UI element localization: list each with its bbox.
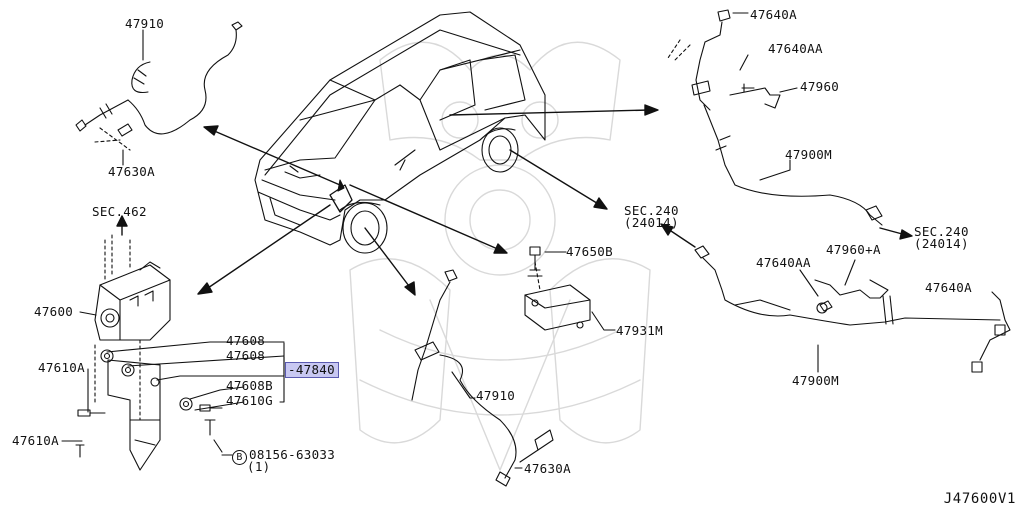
label-47610G[interactable]: 47610G <box>226 393 273 408</box>
label-47960[interactable]: 47960 <box>800 79 840 94</box>
label-47640A-top[interactable]: 47640A <box>750 7 797 22</box>
watermark-emblem <box>349 41 651 471</box>
label-bolt-qty: (1) <box>247 459 271 474</box>
label-sec240-center-sub: (24014) <box>624 215 679 230</box>
label-47640AA-mid[interactable]: 47640AA <box>756 255 811 270</box>
label-47840-text: 47840 <box>295 362 335 377</box>
label-47640A-right[interactable]: 47640A <box>925 280 972 295</box>
label-47610A-upper[interactable]: 47610A <box>38 360 85 375</box>
label-sec240-center[interactable]: SEC.240 <box>624 203 679 218</box>
label-47960A[interactable]: 47960+A <box>826 242 881 257</box>
bolt-code-text: 08156-63033 <box>249 447 336 462</box>
label-47910-top[interactable]: 47910 <box>125 16 165 31</box>
label-47840-highlighted[interactable]: -47840 <box>285 362 339 378</box>
sensor-47910-top <box>75 21 243 166</box>
label-47610A-lower[interactable]: 47610A <box>12 433 59 448</box>
label-47900M-bottom[interactable]: 47900M <box>792 373 839 388</box>
sensor-47910-bottom <box>411 269 554 487</box>
sensor-rear-right-upper <box>667 9 883 226</box>
sensor-rear-right-lower <box>694 245 1011 373</box>
label-47640AA-top[interactable]: 47640AA <box>768 41 823 56</box>
label-47630A-bottom[interactable]: 47630A <box>524 461 571 476</box>
vehicle-outline <box>254 11 546 254</box>
leader-arrows <box>116 104 913 296</box>
abs-actuator <box>61 234 285 471</box>
label-sec462[interactable]: SEC.462 <box>92 204 147 219</box>
diagram-code: J47600V1 <box>943 491 1016 507</box>
label-47600[interactable]: 47600 <box>34 304 74 319</box>
label-47630A-top[interactable]: 47630A <box>108 164 155 179</box>
label-47608B[interactable]: 47608B <box>226 378 273 393</box>
label-47900M-top[interactable]: 47900M <box>785 147 832 162</box>
label-47650B[interactable]: 47650B <box>566 244 613 259</box>
g-sensor <box>524 246 616 331</box>
label-47910-bottom[interactable]: 47910 <box>476 388 516 403</box>
label-sec240-right-sub: (24014) <box>914 236 969 251</box>
label-47931M[interactable]: 47931M <box>616 323 663 338</box>
label-sec240-right[interactable]: SEC.240 <box>914 224 969 239</box>
label-47608-a[interactable]: 47608 <box>226 333 266 348</box>
bolt-b-mark: B <box>232 450 247 465</box>
label-47608-b[interactable]: 47608 <box>226 348 266 363</box>
